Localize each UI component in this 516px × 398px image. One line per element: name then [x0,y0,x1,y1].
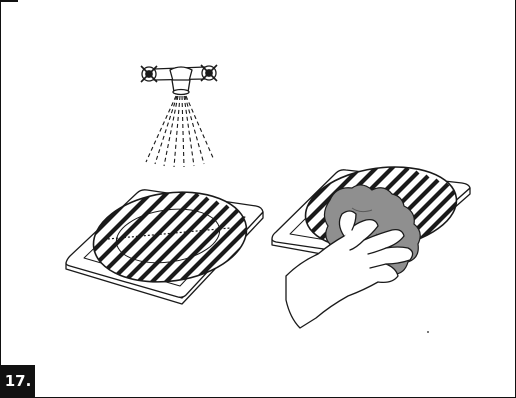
grill-plate-left [65,182,264,305]
step-number-badge: 17. [1,365,35,397]
shower-icon [140,64,218,96]
frame-notch [0,0,18,2]
hand-icon [285,210,414,329]
speck-dot [427,331,429,333]
water-spray-icon [145,95,215,168]
right-tap-knob-icon [200,64,218,82]
left-tap-knob-icon [140,65,158,83]
